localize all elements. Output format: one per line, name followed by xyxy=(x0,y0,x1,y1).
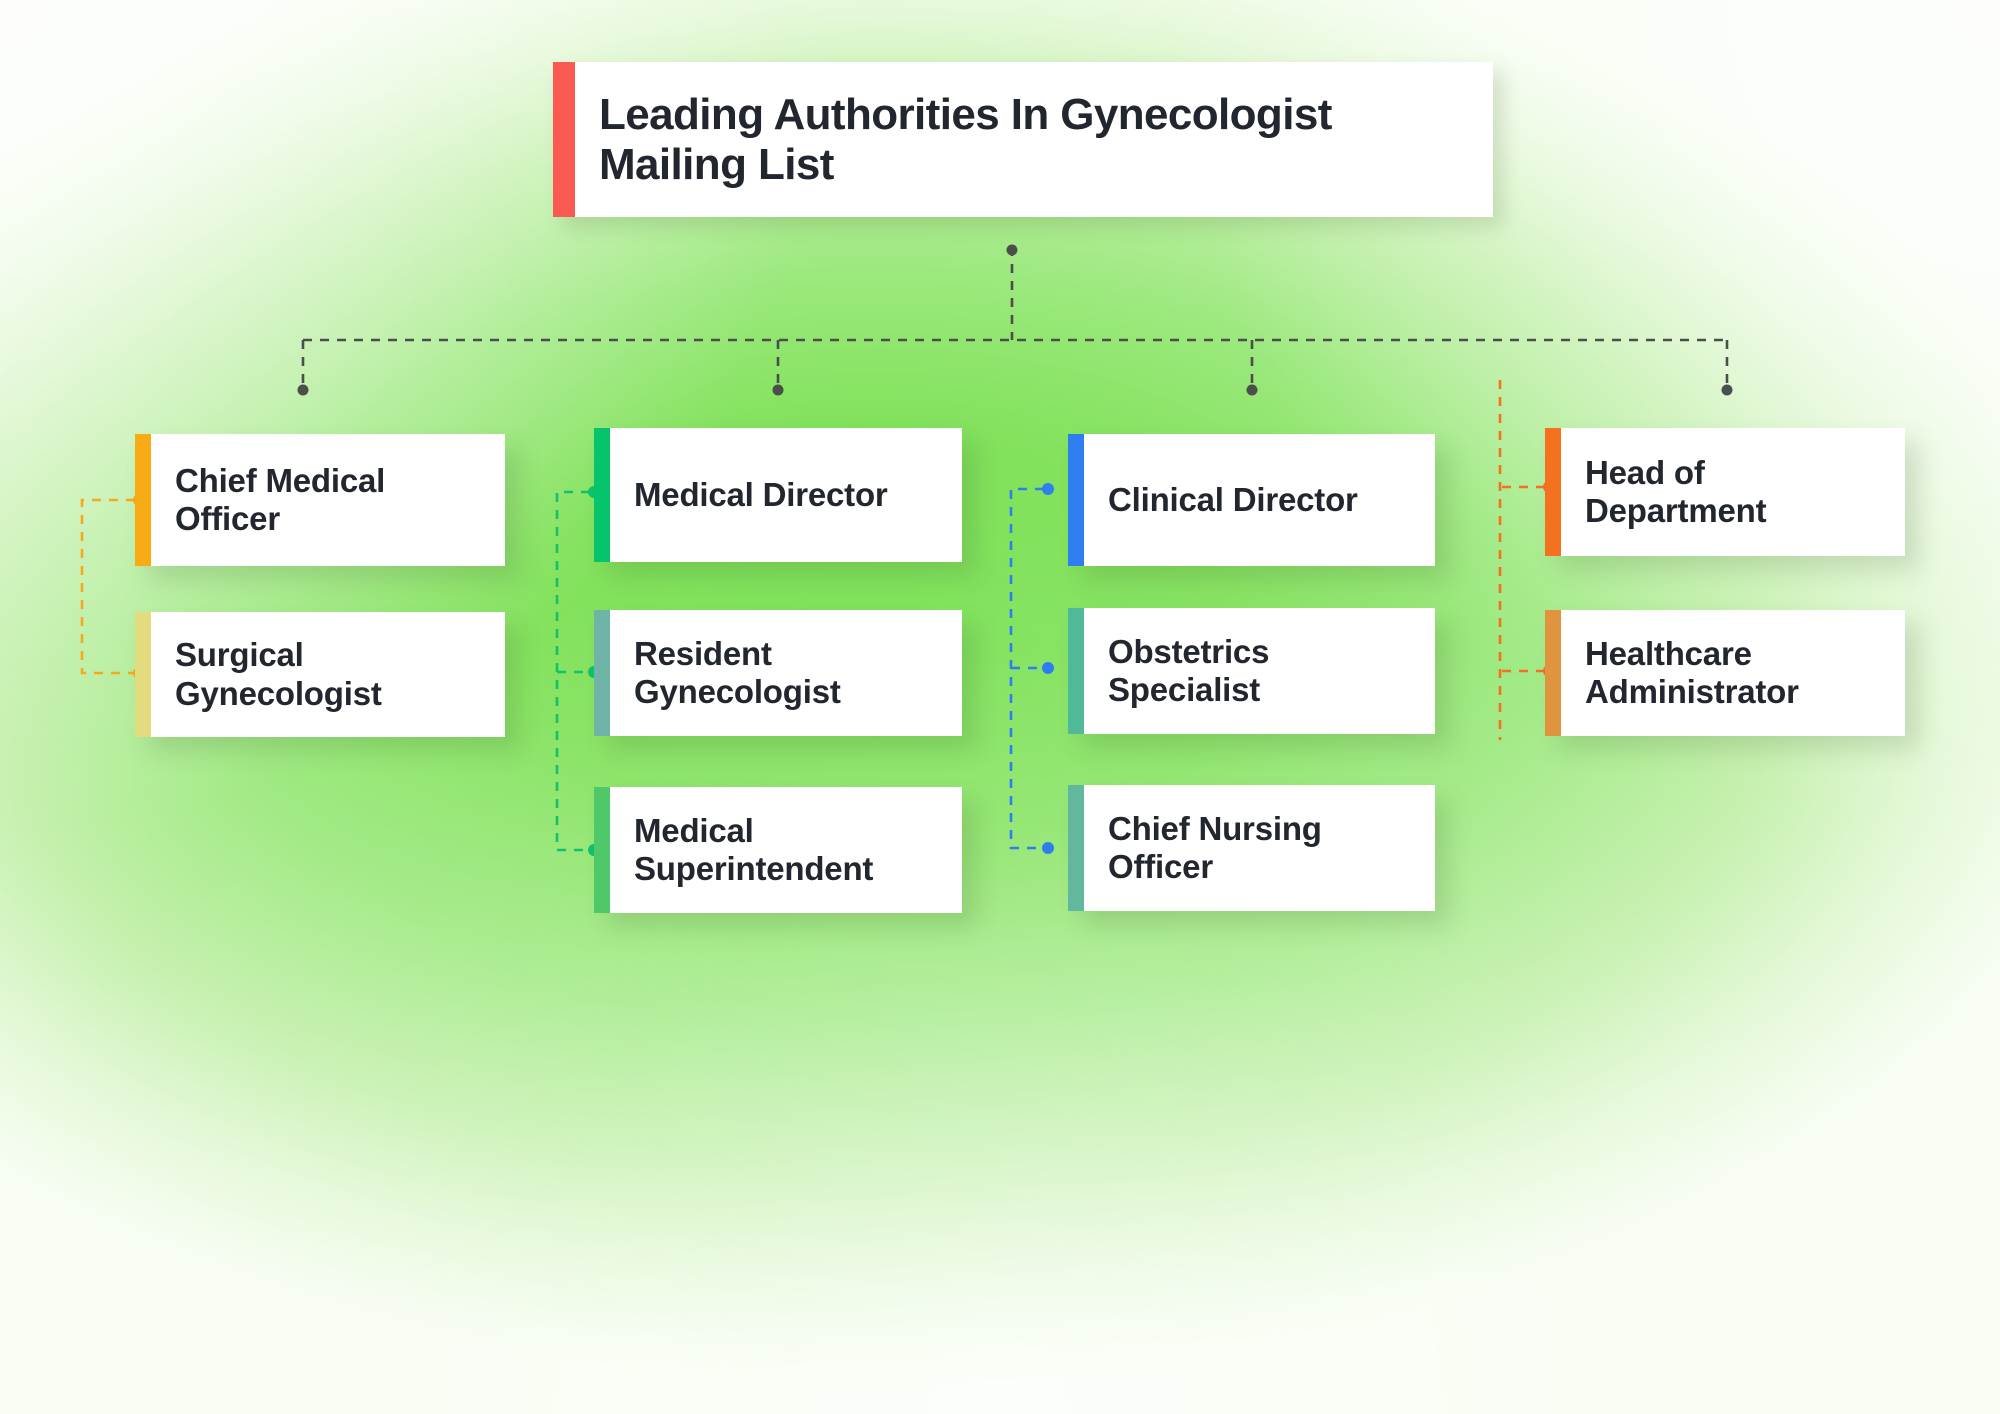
trunk-dot-1 xyxy=(297,384,309,396)
node-label: Clinical Director xyxy=(1108,480,1358,518)
column-2-connectors xyxy=(555,490,590,852)
column-3-dots xyxy=(1042,483,1054,854)
trunk-dots xyxy=(297,244,1733,396)
node-accent-bar xyxy=(1545,428,1561,556)
node-healthcare-administrator[interactable]: Healthcare Administrator xyxy=(1545,610,1905,736)
node-accent-bar xyxy=(1068,434,1084,566)
title-accent-bar xyxy=(553,62,575,217)
column-1-connectors xyxy=(80,498,135,675)
trunk-dot-3 xyxy=(1246,384,1258,396)
trunk-dot-top xyxy=(1006,244,1018,256)
node-obstetrics-specialist[interactable]: Obstetrics Specialist xyxy=(1068,608,1435,734)
column-3-dot-1 xyxy=(1042,483,1054,495)
node-label: Medical Superintendent xyxy=(634,811,874,887)
page-title: Leading Authorities In Gynecologist Mail… xyxy=(599,90,1332,189)
node-label: Chief Medical Officer xyxy=(175,461,386,537)
node-chief-medical-officer[interactable]: Chief Medical Officer xyxy=(135,434,505,566)
node-accent-bar xyxy=(594,787,610,913)
node-accent-bar xyxy=(1068,785,1084,911)
node-accent-bar xyxy=(135,612,151,737)
node-accent-bar xyxy=(594,428,610,562)
diagram-title-card: Leading Authorities In Gynecologist Mail… xyxy=(553,62,1493,217)
node-medical-director[interactable]: Medical Director xyxy=(594,428,962,562)
node-accent-bar xyxy=(1068,608,1084,734)
node-medical-superintendent[interactable]: Medical Superintendent xyxy=(594,787,962,913)
node-label: Surgical Gynecologist xyxy=(175,636,382,712)
node-label: Chief Nursing Officer xyxy=(1108,809,1322,885)
node-label: Resident Gynecologist xyxy=(634,634,841,710)
trunk-dot-4 xyxy=(1721,384,1733,396)
node-surgical-gynecologist[interactable]: Surgical Gynecologist xyxy=(135,612,505,737)
trunk-connectors xyxy=(301,247,1729,388)
column-3-dot-3 xyxy=(1042,842,1054,854)
column-3-connectors xyxy=(1009,487,1044,850)
node-accent-bar xyxy=(135,434,151,566)
column-4-connectors xyxy=(1498,380,1545,740)
node-chief-nursing-officer[interactable]: Chief Nursing Officer xyxy=(1068,785,1435,911)
node-label: Head of Department xyxy=(1585,453,1767,529)
node-label: Medical Director xyxy=(634,475,888,513)
node-accent-bar xyxy=(594,610,610,736)
node-head-of-department[interactable]: Head of Department xyxy=(1545,428,1905,556)
node-label: Obstetrics Specialist xyxy=(1108,632,1270,708)
node-accent-bar xyxy=(1545,610,1561,736)
trunk-dot-2 xyxy=(772,384,784,396)
column-3-dot-2 xyxy=(1042,662,1054,674)
node-label: Healthcare Administrator xyxy=(1585,634,1799,710)
node-clinical-director[interactable]: Clinical Director xyxy=(1068,434,1435,566)
node-resident-gynecologist[interactable]: Resident Gynecologist xyxy=(594,610,962,736)
